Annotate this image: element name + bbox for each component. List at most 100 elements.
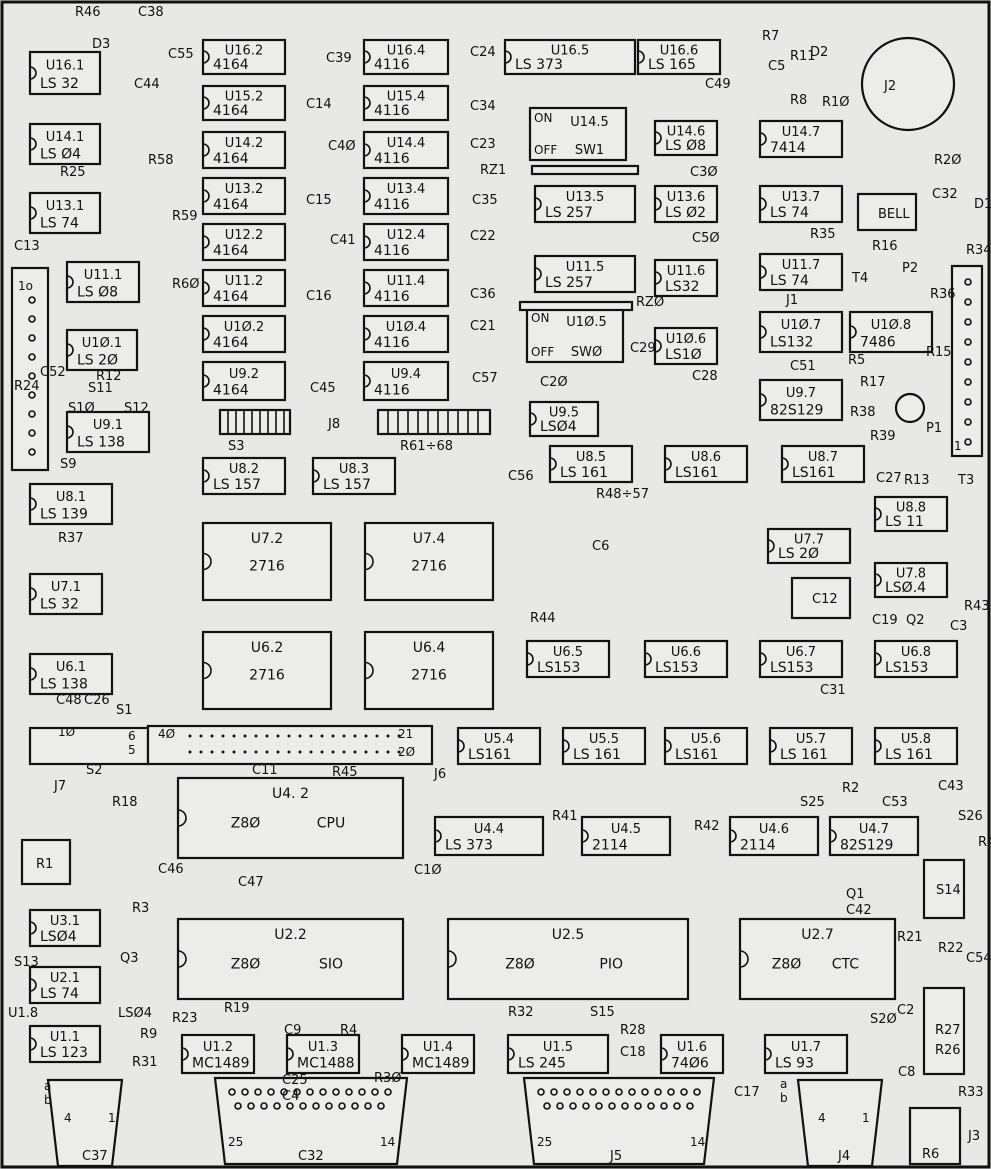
notch-mark [874,739,882,753]
chip-body [758,184,844,224]
transistor-q2 [790,576,852,620]
ic-ref: U5.8 [901,732,931,747]
chip-body [362,314,450,354]
ic-ref: U11.4 [387,274,425,289]
ic-U2-1: U2.1LS 74 [28,965,102,1005]
label-S1-: S1Ø [68,401,95,416]
pin-number: 4 [64,1111,72,1125]
chip-body [201,521,333,602]
label-LS-4: LSØ4 [118,1006,152,1021]
label-C28: C28 [692,369,718,384]
label-C47: C47 [238,875,264,890]
pin-number: 5 [128,743,136,757]
label-R3: R3 [132,901,149,916]
transistor-q1 [20,838,72,886]
notch-mark [644,652,652,666]
pin-number: 1 [108,1111,116,1125]
ic-type: 2114 [740,838,776,854]
chip-body [201,38,287,76]
ic-ref: U1Ø.4 [386,320,426,335]
notch-mark [507,1047,515,1061]
ic-U9-1: U9.1LS 138 [65,410,151,454]
label-J7: J7 [53,779,66,794]
ic-type: LS 74 [770,273,809,289]
label-C34: C34 [470,99,496,114]
ic-type: 4164 [213,383,249,399]
ic-type: LS Ø8 [77,284,118,300]
label-S13: S13 [14,955,39,970]
ic-ref: U5.4 [484,732,514,747]
notch-mark [637,50,645,64]
ic-type: 4164 [213,197,249,213]
label-BELL: BELL [878,207,910,222]
ic-U13-1: U13.1LS 74 [28,191,102,235]
ic-type: LS 245 [518,1056,566,1072]
ic-type: LS 74 [40,986,79,1002]
label-C46: C46 [158,862,184,877]
chip-body [758,252,844,292]
label-C11: C11 [252,763,278,778]
chip-body [873,495,949,533]
label-R39: R39 [870,429,896,444]
label-S12: S12 [124,401,149,416]
ic-U16-5: U16.5LS 373 [503,38,637,76]
switch-on: ON [534,111,552,125]
ic-ref: U13.2 [225,182,263,197]
notch-mark [202,552,212,571]
notch-mark [829,829,837,843]
ic-ref: U16.4 [387,43,425,58]
label-C26: C26 [84,693,110,708]
label-C2-: C2Ø [540,375,568,390]
ic-type: 2114 [592,838,628,854]
label-C15: C15 [306,193,332,208]
label-R18: R18 [112,795,138,810]
chip-body [580,815,672,857]
ic-type: 4116 [374,151,410,167]
label-C29: C29 [630,341,656,356]
label-C13: C13 [14,239,40,254]
notch-mark [177,950,187,968]
notch-mark [363,281,371,295]
label-RZ-: RZØ [636,295,664,310]
transistor-q3 [922,858,966,920]
ic-ref: U6.7 [786,645,816,660]
chip-body [362,268,450,308]
pin-number: 4Ø [158,727,175,741]
pin-number: 1Ø [58,725,75,739]
ic-ref: U1Ø.8 [871,318,911,333]
ic-ref: U9.7 [786,386,816,401]
notch-mark [363,374,371,388]
ic-type: 4116 [374,57,410,73]
chip-body [180,1033,256,1075]
label-C57: C57 [472,371,498,386]
ic-ref: U2.2 [274,927,307,943]
ic-U1--1: U1Ø.1LS 2Ø [65,328,139,372]
notch-mark [29,978,37,992]
notch-mark [759,132,767,146]
label-C42: C42 [846,903,872,918]
chip-body [201,268,287,308]
chip-body [758,310,844,354]
label-C43: C43 [938,779,964,794]
label-R59: R59 [172,209,198,224]
ic-type: LS 11 [885,514,924,530]
label-C24: C24 [470,45,496,60]
ic-ref: U8.1 [56,490,86,505]
pin-number: 4 [818,1111,826,1125]
switch-on: ON [531,311,549,325]
ic-ref: U2.5 [552,927,585,943]
ic-type: 4116 [374,103,410,119]
label-R46: R46 [75,5,101,20]
chip-body [758,639,844,679]
ic-type: 4116 [374,335,410,351]
ic-ref: U16.2 [225,43,263,58]
label-C54: C54 [966,951,991,966]
